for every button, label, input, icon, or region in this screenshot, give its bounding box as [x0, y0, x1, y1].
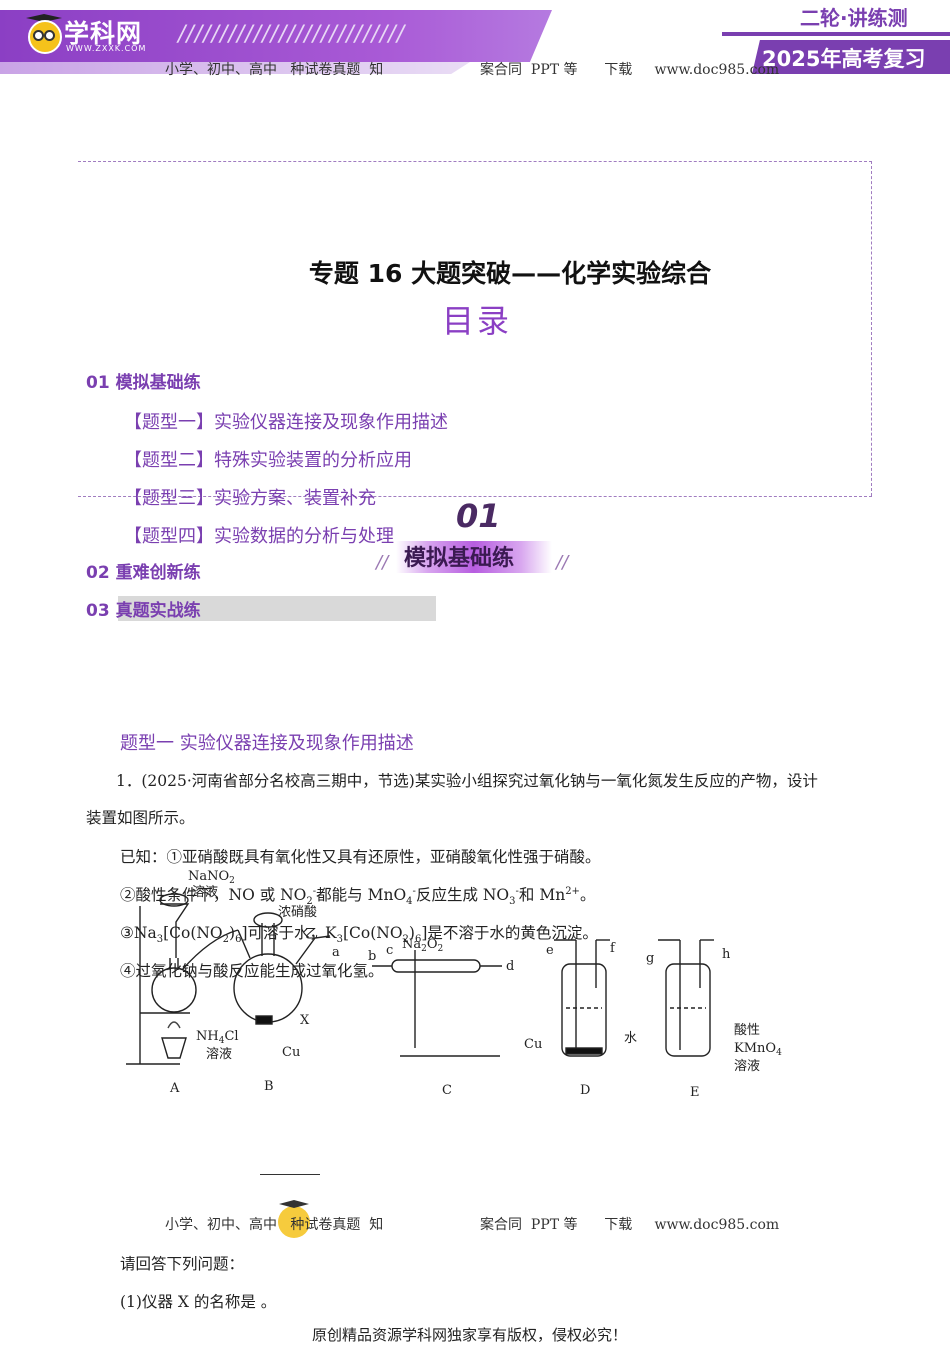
svg-text:水: 水	[624, 1031, 637, 1046]
svg-text:NH4Cl: NH4Cl	[196, 1029, 239, 1046]
toc-subsection-1[interactable]: 【题型一】实验仪器连接及现象作用描述	[124, 412, 448, 433]
known-1: 已知：①亚硝酸既具有氧化性又具有还原性，亚硝酸氧化性强于硝酸。	[120, 848, 601, 866]
svg-text:h: h	[722, 947, 731, 962]
document-title: 专题 16 大题突破——化学实验综合	[308, 259, 712, 288]
svg-text:f: f	[610, 941, 616, 956]
question-prompt: 请回答下列问题：	[120, 1255, 245, 1273]
header-banner	[0, 10, 552, 62]
logo-text[interactable]: 学科网	[64, 19, 143, 48]
flask-a	[151, 967, 197, 1013]
svg-text:b: b	[368, 949, 376, 964]
svg-text:d: d	[506, 959, 514, 974]
question-stem-line2: 装置如图所示。	[86, 809, 195, 827]
toc-section-3[interactable]: 03 真题实战练	[86, 601, 201, 621]
svg-text:X: X	[300, 1013, 310, 1028]
gas-bottle-d	[561, 963, 607, 1057]
review-tag: 2025年高考复习	[762, 47, 926, 71]
burner-a	[161, 1037, 187, 1059]
toc-section-2[interactable]: 02 重难创新练	[86, 563, 201, 583]
svg-text:e: e	[546, 943, 554, 958]
svg-text:Cu: Cu	[524, 1037, 542, 1052]
badge-slash-right: //	[556, 552, 569, 573]
question-type-title: 题型一 实验仪器连接及现象作用描述	[120, 733, 414, 754]
svg-text:浓硝酸: 浓硝酸	[278, 905, 317, 920]
apparatus-figure: NaNO2 溶液 浓硝酸 乙 a b c d Na2O2 NH4Cl 溶液 Cu…	[126, 869, 782, 1100]
logo-cap-icon	[26, 14, 62, 22]
footer-ad-right: 案合同 PPT 等 下载 www.doc985.com	[480, 1217, 780, 1233]
dropping-funnel-b	[253, 912, 283, 928]
footer-cap-icon	[279, 1200, 309, 1208]
toc-subsection-2[interactable]: 【题型二】特殊实验装置的分析应用	[124, 450, 412, 471]
series-underline	[722, 32, 950, 36]
banner-slashes: ///////////////////////////	[178, 22, 406, 47]
review-tag-box	[752, 40, 950, 74]
svg-text:KMnO4: KMnO4	[734, 1041, 782, 1058]
logo-eye-right	[44, 30, 55, 41]
section-badge-title: 模拟基础练	[404, 546, 515, 571]
reaction-tube-c	[391, 959, 481, 973]
svg-text:溶液: 溶液	[734, 1059, 760, 1074]
svg-text:D: D	[580, 1083, 590, 1098]
badge-slash-left: //	[376, 552, 389, 573]
logo-url: WWW.ZXXK.COM	[66, 44, 147, 53]
known-3: ③Na3[Co(NO2)6]可溶于水，K3[Co(NO2)6]是不溶于水的黄色沉…	[120, 924, 598, 946]
question-stem-line1: 1．(2025·河南省部分名校高三期中，节选)某实验小组探究过氧化钠与一氧化氮发…	[116, 772, 818, 790]
toc-border-bottom	[78, 496, 872, 497]
svg-text:溶液: 溶液	[192, 885, 218, 900]
svg-text:C: C	[442, 1083, 452, 1098]
svg-text:Cu: Cu	[282, 1045, 300, 1060]
cu-piece-d	[565, 1047, 603, 1055]
svg-text:酸性: 酸性	[734, 1023, 760, 1038]
svg-text:乙: 乙	[305, 927, 318, 942]
svg-text:B: B	[264, 1079, 274, 1094]
header-banner-shadow	[0, 62, 470, 74]
toc-subsection-3[interactable]: 【题型三】实验方案、装置补充	[124, 488, 376, 509]
cu-piece-b	[255, 1015, 273, 1025]
section-badge-number: 01	[456, 497, 501, 535]
known-2: ②酸性条件下，NO 或 NO2-都能与 MnO4-反应生成 NO3-和 Mn2+…	[120, 885, 596, 908]
footnote-rule	[260, 1174, 320, 1175]
tube-b-a	[295, 935, 331, 965]
svg-text:g: g	[646, 951, 654, 966]
svg-text:c: c	[386, 943, 393, 958]
footer-mascot-icon	[278, 1206, 310, 1238]
highlight-bar	[118, 596, 436, 621]
toc-subsection-4[interactable]: 【题型四】实验数据的分析与处理	[124, 526, 394, 547]
svg-text:a: a	[332, 945, 340, 960]
footer-ad-left: 小学、初中、高中 种试卷真题 知	[165, 1217, 384, 1233]
svg-text:E: E	[690, 1085, 700, 1100]
svg-text:A: A	[169, 1081, 180, 1096]
flask-b	[233, 953, 303, 1023]
gas-bottle-e	[665, 963, 711, 1057]
copyright-notice: 原创精品资源学科网独家享有版权，侵权必究！	[312, 1326, 628, 1344]
toc-border-top	[78, 161, 872, 162]
svg-text:溶液: 溶液	[206, 1047, 232, 1062]
tube-a-b	[181, 929, 239, 971]
header-ad-right: 案合同 PPT 等 下载 www.doc985.com	[480, 62, 780, 78]
question-1: (1)仪器 X 的名称是 。	[120, 1293, 277, 1311]
series-tag: 二轮·讲练测	[800, 6, 908, 30]
logo-eye-left	[33, 30, 44, 41]
svg-text:Na2O2: Na2O2	[402, 937, 443, 954]
section-badge-bar	[396, 541, 552, 573]
toc-title: 目录	[441, 302, 512, 340]
svg-text:NaNO2: NaNO2	[188, 869, 235, 886]
toc-section-1[interactable]: 01 模拟基础练	[86, 373, 201, 393]
header-ad-left: 小学、初中、高中 种试卷真题 知	[165, 62, 384, 78]
toc-border-right	[871, 161, 872, 496]
dropping-funnel-a	[160, 903, 190, 958]
